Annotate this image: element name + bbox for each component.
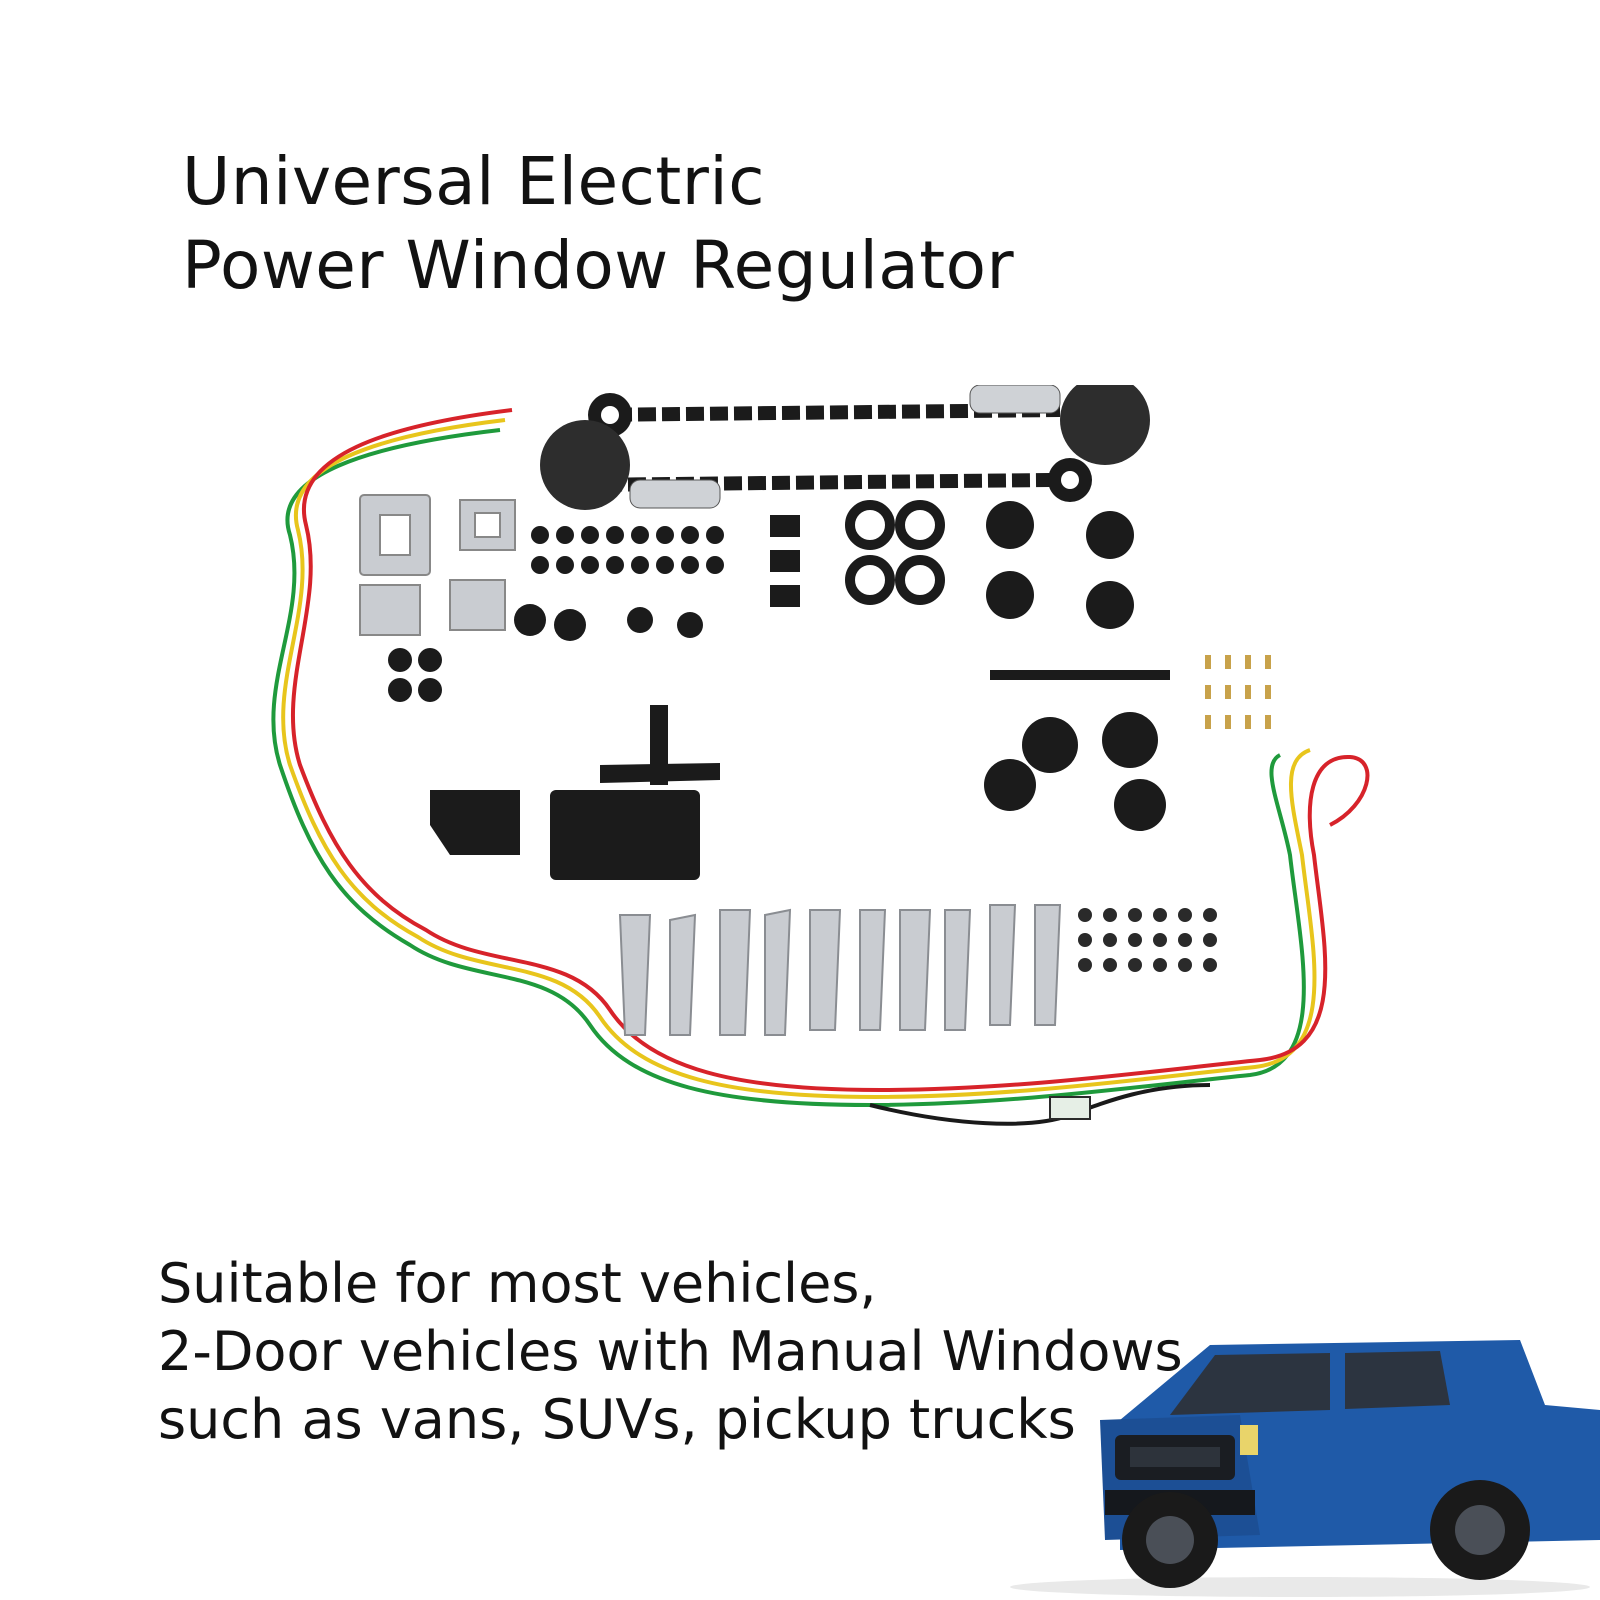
- perforated-brackets: [618, 904, 1062, 1036]
- window-regulator-kit-icon: [271, 385, 1370, 1126]
- screws: [1205, 655, 1271, 729]
- nuts: [1078, 908, 1217, 972]
- product-title-line-2: Power Window Regulator: [182, 227, 1015, 304]
- regulator-arms: [540, 385, 1150, 510]
- compatibility-line-1: Suitable for most vehicles,: [158, 1252, 877, 1315]
- compatibility-line-2: 2-Door vehicles with Manual Windows,: [158, 1320, 1200, 1383]
- product-title-line-1: Universal Electric: [182, 143, 765, 220]
- compatibility-line-3: such as vans, SUVs, pickup trucks: [158, 1388, 1076, 1451]
- grommets-and-caps: [388, 500, 1170, 880]
- product-title: Universal Electric Power Window Regulato…: [182, 140, 1014, 308]
- metal-gaskets: [359, 494, 516, 636]
- wiring-harness: [271, 408, 1370, 1126]
- pickup-truck-icon: [1010, 1340, 1600, 1597]
- compatibility-text: Suitable for most vehicles, 2-Door vehic…: [158, 1250, 1200, 1454]
